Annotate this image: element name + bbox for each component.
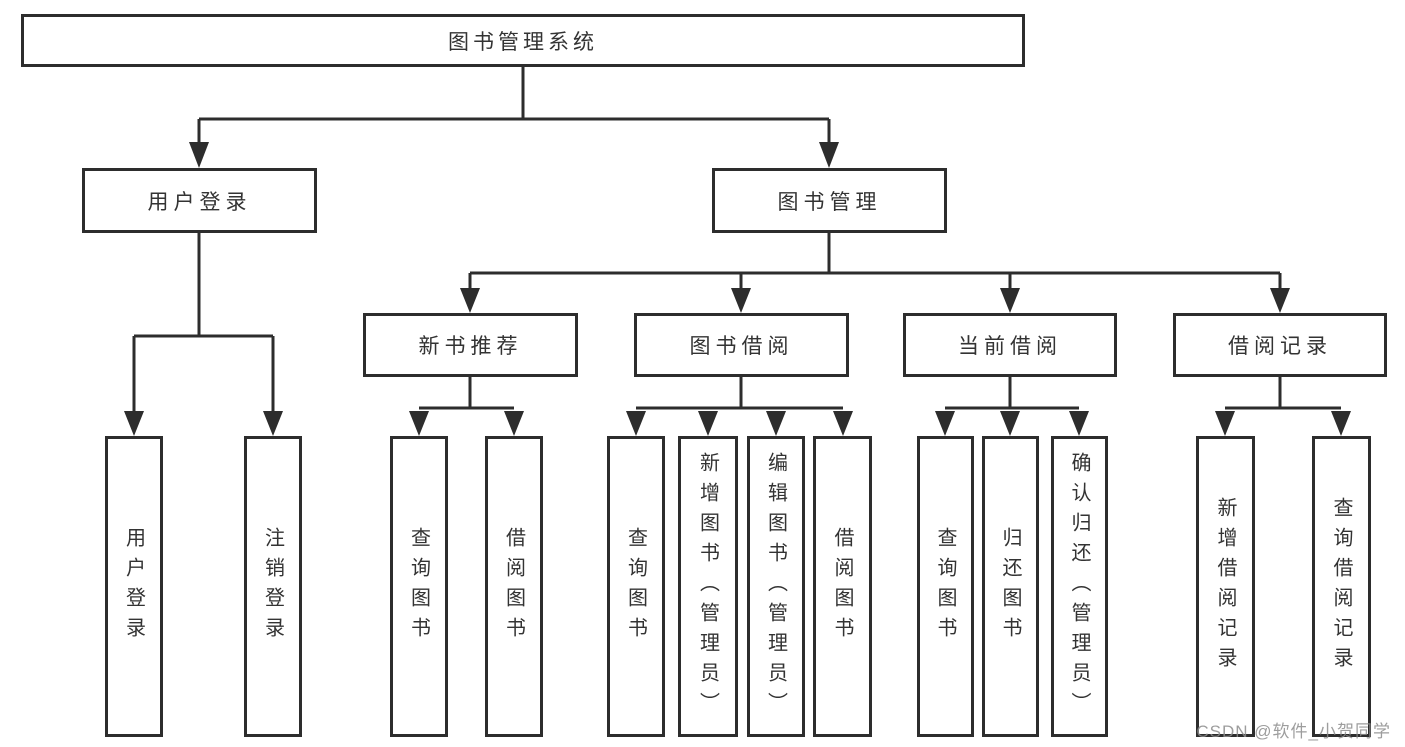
arrowhead-icon [935, 411, 955, 436]
leaf-borrow-books-borrowing: 借阅图书 [813, 436, 872, 737]
arrowhead-icon [189, 142, 209, 168]
node-user-login: 用户登录 [82, 168, 317, 233]
arrowhead-icon [819, 142, 839, 168]
arrowhead-icon [263, 411, 283, 436]
leaf-user-login: 用户登录 [105, 436, 163, 737]
arrowhead-icon [766, 411, 786, 436]
node-book-borrowing: 图书借阅 [634, 313, 849, 377]
arrowhead-icon [460, 288, 480, 313]
arrowhead-icon [1331, 411, 1351, 436]
leaf-return-book: 归还图书 [982, 436, 1039, 737]
arrowhead-icon [1270, 288, 1290, 313]
arrowhead-icon [1215, 411, 1235, 436]
csdn-watermark: CSDN @软件_小贺同学 [1196, 722, 1391, 741]
arrowhead-icon [1000, 411, 1020, 436]
arrowhead-icon [626, 411, 646, 436]
node-library-management-system: 图书管理系统 [21, 14, 1025, 67]
leaf-add-book-admin: 新增图书（管理员） [678, 436, 738, 737]
node-current-borrowing: 当前借阅 [903, 313, 1117, 377]
node-borrowing-records: 借阅记录 [1173, 313, 1387, 377]
arrowhead-icon [833, 411, 853, 436]
arrowhead-icon [1069, 411, 1089, 436]
leaf-confirm-return-admin: 确认归还（管理员） [1051, 436, 1108, 737]
leaf-edit-book-admin: 编辑图书（管理员） [747, 436, 805, 737]
leaf-query-books-current: 查询图书 [917, 436, 974, 737]
arrowhead-icon [698, 411, 718, 436]
leaf-query-borrow-record: 查询借阅记录 [1312, 436, 1371, 737]
arrowhead-icon [1000, 288, 1020, 313]
arrowhead-icon [731, 288, 751, 313]
arrowhead-icon [504, 411, 524, 436]
node-new-book-recommendation: 新书推荐 [363, 313, 578, 377]
arrowhead-icon [409, 411, 429, 436]
leaf-query-books-recommend: 查询图书 [390, 436, 448, 737]
leaf-query-books-borrowing: 查询图书 [607, 436, 665, 737]
node-book-management: 图书管理 [712, 168, 947, 233]
tree-branch-lines [132, 67, 1341, 411]
leaf-borrow-books-recommend: 借阅图书 [485, 436, 543, 737]
arrowhead-icon [124, 411, 144, 436]
leaf-logout-login: 注销登录 [244, 436, 302, 737]
leaf-add-borrow-record: 新增借阅记录 [1196, 436, 1255, 737]
